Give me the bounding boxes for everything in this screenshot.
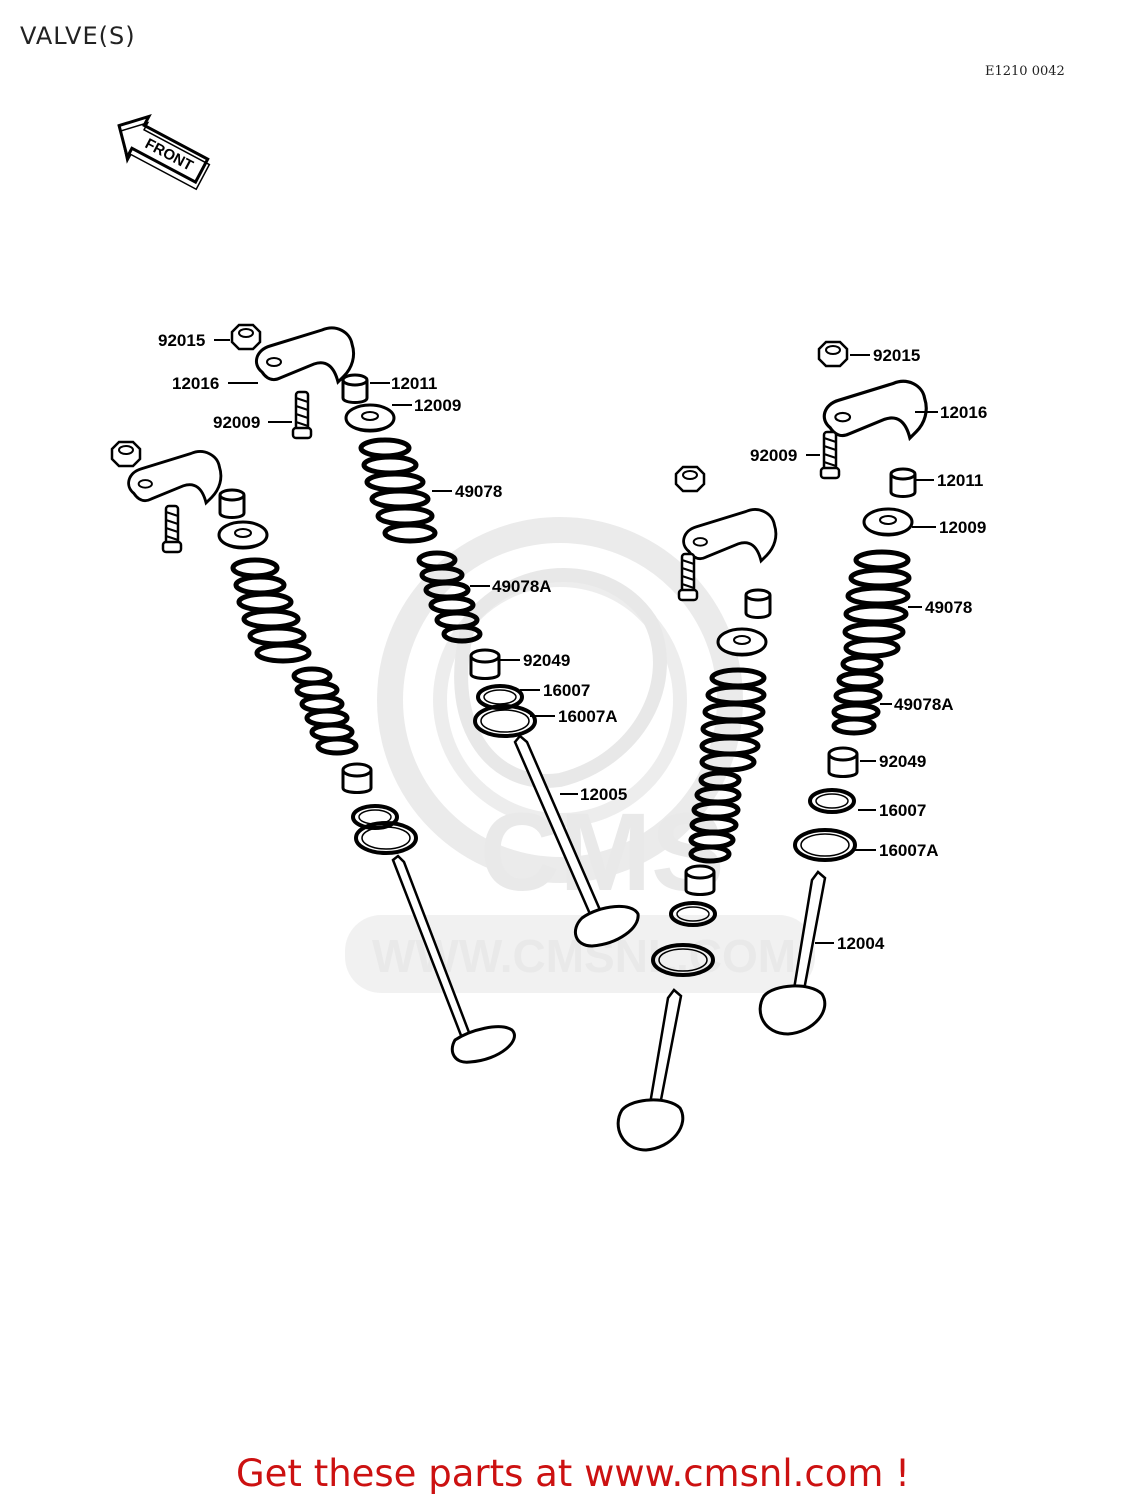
- label-left-washer: 16007: [543, 681, 590, 700]
- watermark-logo: CMS: [480, 791, 724, 914]
- label-right-screw: 92009: [750, 446, 797, 465]
- right-assembly: [758, 340, 928, 1036]
- label-right-valve: 12004: [837, 934, 885, 953]
- center-right-assembly: [616, 465, 778, 1152]
- label-right-spring-seat: 92049: [879, 752, 926, 771]
- get-parts-link[interactable]: Get these parts at www.cmsnl.com !: [235, 1452, 910, 1495]
- left-assembly: [230, 323, 640, 948]
- label-right-rocker-arm: 12016: [940, 403, 987, 422]
- far-left-assembly: [110, 440, 516, 1064]
- label-left-inner-spring: 49078A: [492, 577, 552, 596]
- label-right-nut: 92015: [873, 346, 920, 365]
- front-direction-arrow: FRONT: [117, 113, 211, 191]
- label-left-retainer: 12009: [414, 396, 461, 415]
- label-right-outer-spring: 49078: [925, 598, 972, 617]
- label-left-adjuster: 12011: [391, 374, 437, 393]
- label-left-valve: 12005: [580, 785, 627, 804]
- label-right-adjuster: 12011: [937, 471, 983, 490]
- label-left-nut: 92015: [158, 331, 205, 350]
- label-left-screw: 92009: [213, 413, 260, 432]
- label-left-spring-seat: 92049: [523, 651, 570, 670]
- label-right-washer: 16007: [879, 801, 926, 820]
- label-left-washer-a: 16007A: [558, 707, 618, 726]
- drawing-code: E1210 0042: [985, 64, 1065, 79]
- label-right-retainer: 12009: [939, 518, 986, 537]
- label-left-rocker-arm: 12016: [172, 374, 219, 393]
- leader-lines: [214, 339, 938, 944]
- label-right-inner-spring: 49078A: [894, 695, 954, 714]
- label-right-washer-a: 16007A: [879, 841, 939, 860]
- page-title: VALVE(S): [20, 22, 136, 50]
- label-left-outer-spring: 49078: [455, 482, 502, 501]
